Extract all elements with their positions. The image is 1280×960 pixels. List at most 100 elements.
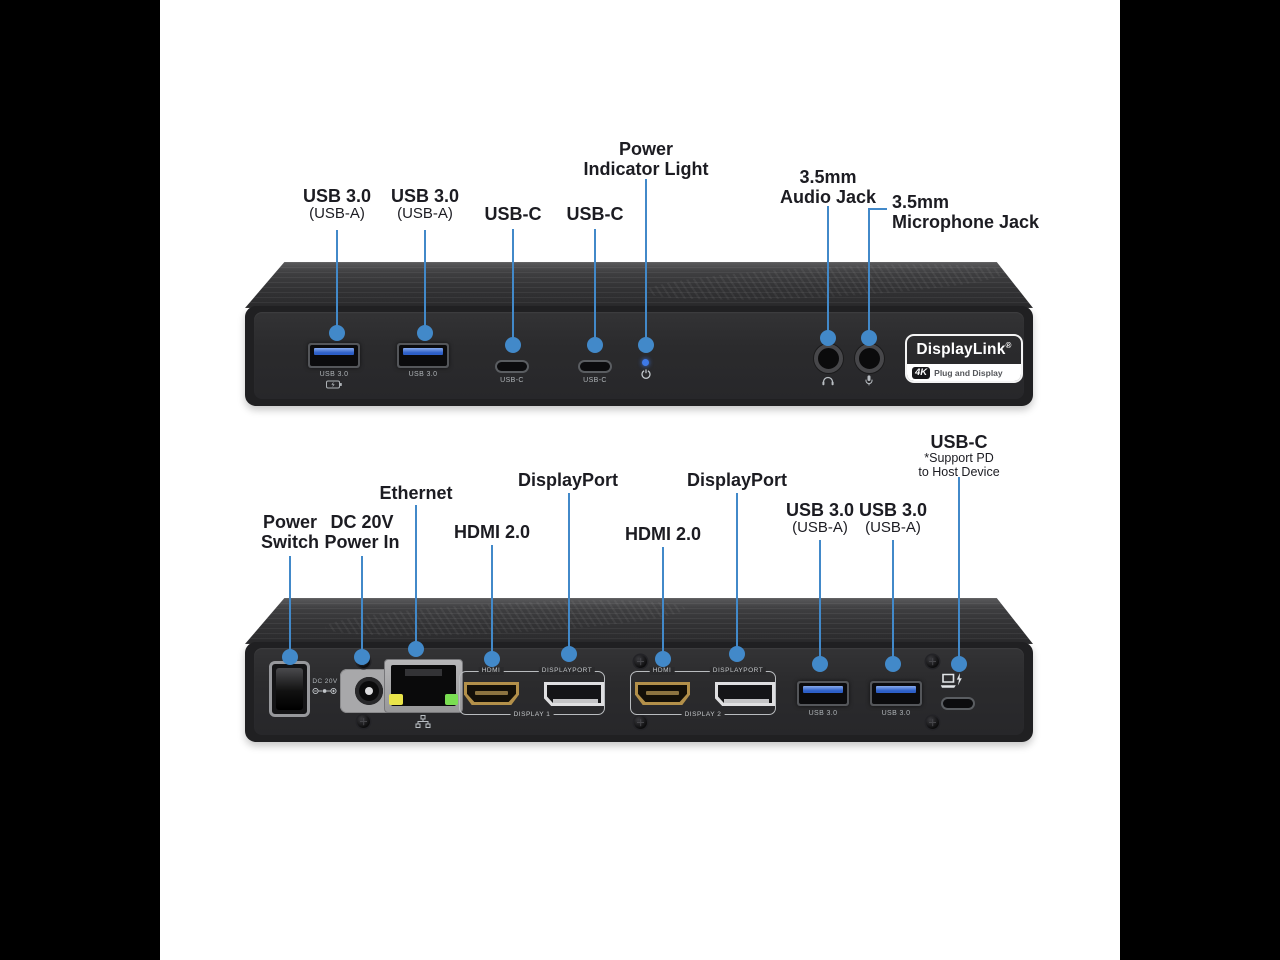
callout-connector bbox=[491, 545, 493, 659]
callout-connector bbox=[594, 229, 596, 345]
headphones-icon bbox=[822, 376, 834, 386]
dock-top-surface bbox=[245, 262, 1033, 308]
callout-hdmi-1: HDMI 2.0 bbox=[453, 522, 531, 542]
screw-detail bbox=[926, 655, 939, 668]
callout-rear-usb-a-2: USB 3.0 (USB-A) bbox=[858, 500, 928, 537]
top-surface-pattern bbox=[644, 262, 1006, 307]
badge-tagline: Plug and Display bbox=[934, 367, 1003, 378]
ethernet-led-yellow bbox=[389, 694, 403, 705]
callout-dot bbox=[587, 337, 603, 353]
callout-ethernet: Ethernet bbox=[379, 483, 453, 503]
screw-detail bbox=[357, 715, 370, 728]
callout-rear-usb-a-1: USB 3.0 (USB-A) bbox=[785, 500, 855, 537]
port-label: HDMI bbox=[649, 667, 675, 675]
screw-detail bbox=[634, 655, 647, 668]
badge-4k: 4K bbox=[912, 366, 931, 379]
dock-front-view: USB 3.0 USB 3.0 USB-C USB-C bbox=[245, 262, 1033, 412]
callout-connector bbox=[892, 540, 894, 664]
front-usb-c-port-2 bbox=[578, 360, 612, 373]
port-label: HDMI bbox=[478, 667, 504, 675]
microphone-icon bbox=[865, 375, 873, 386]
callout-dot bbox=[417, 325, 433, 341]
displaylink-brand: DisplayLink bbox=[916, 340, 1006, 358]
callout-connector bbox=[958, 477, 960, 664]
callout-dot bbox=[561, 646, 577, 662]
audio-jack-port bbox=[814, 344, 843, 373]
front-usb-c-port-1 bbox=[495, 360, 529, 373]
port-label: DISPLAY 2 bbox=[681, 711, 725, 719]
registered-mark: ® bbox=[1005, 340, 1012, 350]
rear-usb-a-port-2 bbox=[870, 681, 922, 706]
left-letterbox-bar bbox=[0, 0, 160, 960]
callout-hdmi-2: HDMI 2.0 bbox=[624, 524, 702, 544]
callout-dot bbox=[729, 646, 745, 662]
callout-connector bbox=[568, 493, 570, 654]
right-letterbox-bar bbox=[1120, 0, 1280, 960]
front-usb-a-port-1 bbox=[308, 343, 360, 368]
callout-dot bbox=[885, 656, 901, 672]
callout-dot bbox=[655, 651, 671, 667]
callout-dot bbox=[329, 325, 345, 341]
callout-dot bbox=[861, 330, 877, 346]
port-label: USB-C bbox=[500, 377, 524, 384]
callout-dot bbox=[505, 337, 521, 353]
callout-dot bbox=[484, 651, 500, 667]
callout-dot bbox=[951, 656, 967, 672]
callout-connector bbox=[512, 229, 514, 345]
callout-connector bbox=[415, 505, 417, 649]
ethernet-led-green bbox=[445, 694, 458, 705]
callout-dot bbox=[282, 649, 298, 665]
callout-connector bbox=[819, 540, 821, 664]
port-label: USB-C bbox=[583, 377, 607, 384]
port-label: USB 3.0 bbox=[881, 710, 911, 717]
callout-front-usb-a-2: USB 3.0 (USB-A) bbox=[390, 186, 460, 223]
callout-rear-usb-c: USB-C *Support PD to Host Device bbox=[918, 432, 1000, 479]
port-label: USB 3.0 bbox=[808, 710, 838, 717]
callout-connector bbox=[289, 556, 291, 657]
callout-connector bbox=[424, 230, 426, 333]
dock-rear-view: DC 20V bbox=[245, 598, 1033, 748]
power-switch bbox=[269, 661, 310, 717]
displayport-port-1 bbox=[544, 682, 604, 706]
hdmi-port-1 bbox=[464, 682, 519, 705]
callout-connector bbox=[827, 206, 829, 338]
lan-network-icon bbox=[415, 715, 431, 728]
callout-connector bbox=[868, 208, 870, 338]
hdmi-port-2 bbox=[635, 682, 690, 705]
dock-top-surface bbox=[245, 598, 1033, 644]
dc-polarity-icon bbox=[312, 687, 337, 695]
microphone-jack-port bbox=[855, 344, 884, 373]
callout-connector bbox=[736, 493, 738, 654]
callout-displayport-2: DisplayPort bbox=[686, 470, 788, 490]
callout-dot bbox=[354, 649, 370, 665]
ethernet-port bbox=[384, 659, 463, 713]
dc-port-label: DC 20V bbox=[312, 678, 338, 685]
callout-connector bbox=[336, 230, 338, 333]
callout-dot bbox=[408, 641, 424, 657]
callout-connector bbox=[662, 547, 664, 659]
displaylink-badge: DisplayLink® 4K Plug and Display bbox=[905, 334, 1023, 383]
callout-front-usb-c-1: USB-C bbox=[484, 204, 542, 224]
port-label: USB 3.0 bbox=[319, 371, 349, 378]
port-label: DISPLAYPORT bbox=[709, 667, 767, 675]
callout-power-switch: Power Switch bbox=[260, 512, 320, 553]
callout-front-usb-a-1: USB 3.0 (USB-A) bbox=[302, 186, 372, 223]
callout-audio-jack: 3.5mm Audio Jack bbox=[779, 167, 877, 208]
displayport-port-2 bbox=[715, 682, 775, 706]
callout-dot bbox=[812, 656, 828, 672]
port-label: USB 3.0 bbox=[408, 371, 438, 378]
front-usb-a-port-2 bbox=[397, 343, 449, 368]
callout-dot bbox=[638, 337, 654, 353]
callout-microphone-jack: 3.5mm Microphone Jack bbox=[892, 192, 1040, 233]
rear-usb-a-port-1 bbox=[797, 681, 849, 706]
port-label: DISPLAYPORT bbox=[538, 667, 596, 675]
screw-detail bbox=[926, 716, 939, 729]
port-label: DISPLAY 1 bbox=[510, 711, 554, 719]
dock-front-panel bbox=[245, 306, 1033, 406]
callout-elbow-connector bbox=[868, 208, 887, 210]
callout-displayport-1: DisplayPort bbox=[517, 470, 619, 490]
callout-power-indicator: Power Indicator Light bbox=[583, 139, 709, 180]
callout-connector bbox=[361, 556, 363, 657]
rear-usb-c-port bbox=[941, 697, 975, 710]
